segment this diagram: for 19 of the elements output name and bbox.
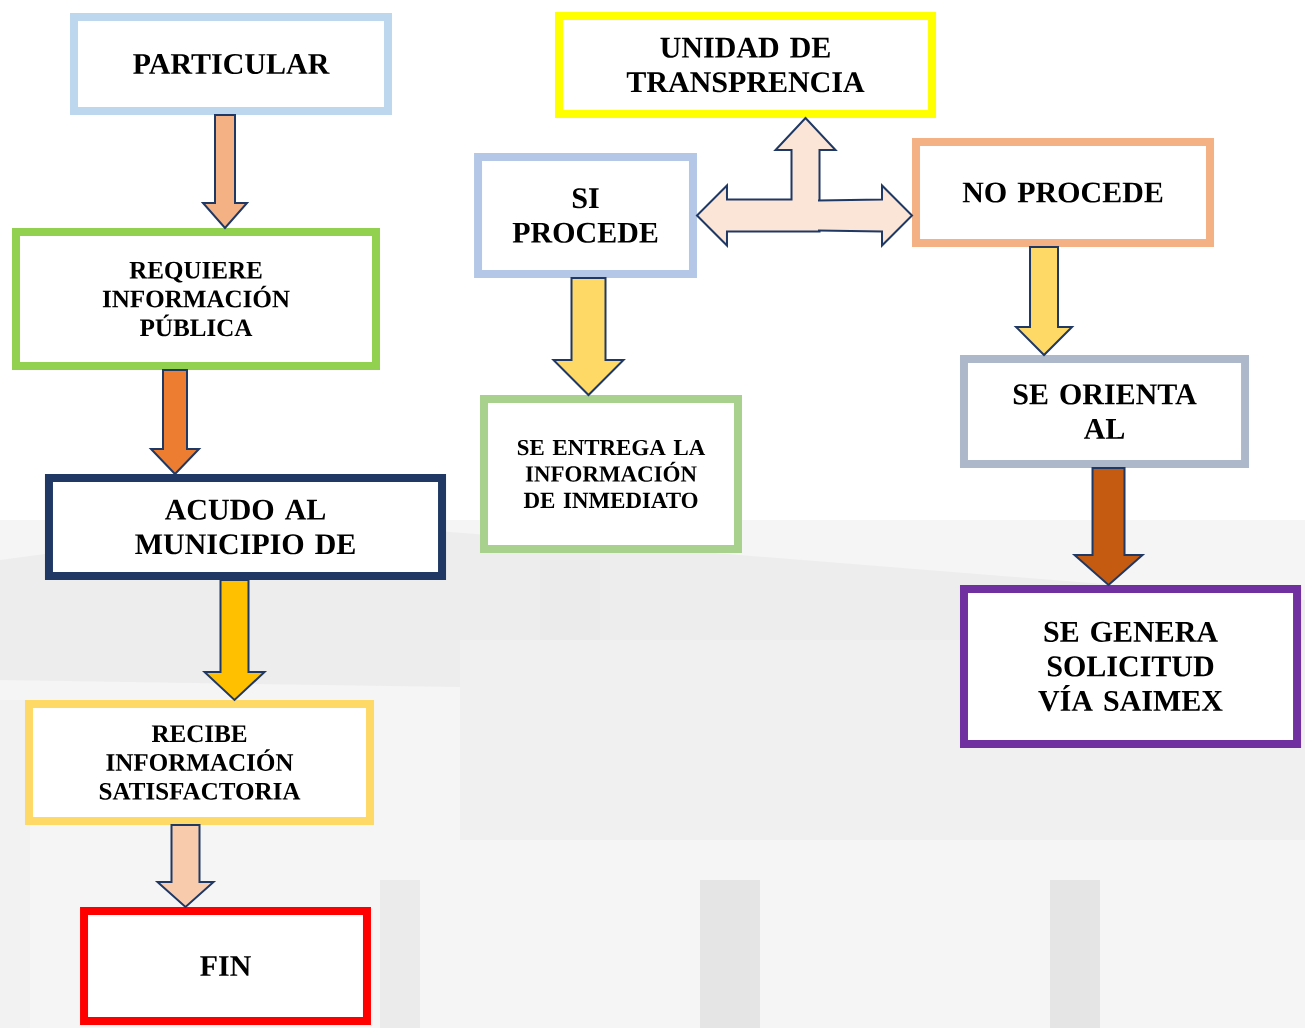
process-box: NO PROCEDE bbox=[912, 137, 1214, 248]
process-box: UNIDAD DE TRANSPRENCIA bbox=[555, 12, 937, 118]
process-box: FIN bbox=[80, 907, 371, 1025]
process-box: SI PROCEDE bbox=[474, 152, 697, 279]
process-box: SE ORIENTA AL bbox=[960, 354, 1250, 469]
process-box: SE GENERA SOLICITUD VÍA SAIMEX bbox=[960, 585, 1302, 748]
process-box: REQUIERE INFORMACIÓN PÚBLICA bbox=[12, 228, 380, 370]
block-arrow bbox=[154, 824, 217, 909]
process-box: ACUDO AL MUNICIPIO DE bbox=[44, 474, 447, 580]
block-arrow bbox=[1071, 467, 1146, 587]
block-arrow bbox=[1013, 246, 1075, 357]
process-box: SE ENTREGA LA INFORMACIÓN DE INMEDIATO bbox=[480, 395, 742, 553]
process-box: RECIBE INFORMACIÓN SATISFACTORIA bbox=[24, 699, 375, 826]
block-arrow bbox=[200, 114, 250, 230]
block-arrow bbox=[551, 277, 626, 397]
process-box: PARTICULAR bbox=[70, 13, 392, 115]
block-arrow bbox=[817, 183, 914, 248]
block-arrow bbox=[201, 579, 268, 702]
block-arrow bbox=[148, 369, 202, 476]
